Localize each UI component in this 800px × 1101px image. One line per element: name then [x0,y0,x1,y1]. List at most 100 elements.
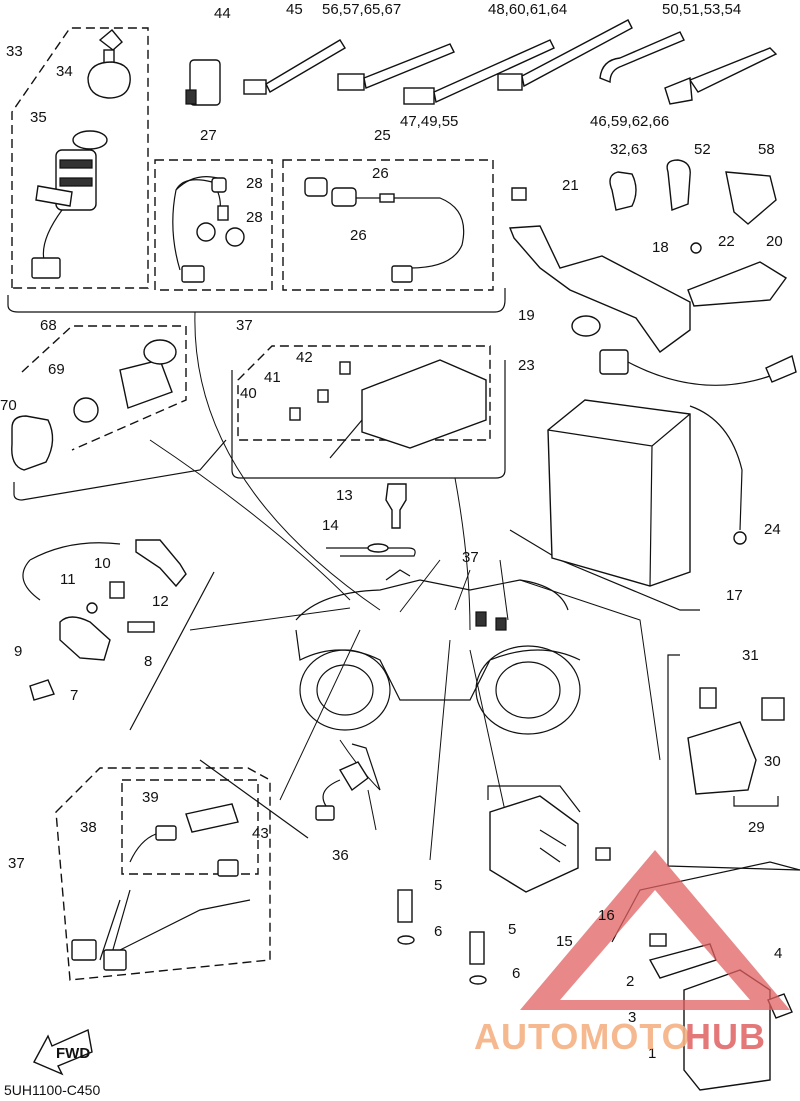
callout-16: 16 [598,907,615,924]
callout-31: 31 [742,647,759,664]
washer-11-icon [86,602,98,614]
callout-10: 10 [94,555,111,572]
washer-6a-icon [397,935,415,945]
coil-icon [59,616,111,661]
fuse-40-icon [289,407,301,421]
callout-40: 40 [240,385,257,402]
callout-69: 69 [48,361,65,378]
bolts-5-6-group [397,889,487,985]
callout-13: 13 [336,487,353,504]
callout-5a: 5 [434,877,442,894]
connector-27-icon [172,176,245,283]
battery-icon [547,399,691,587]
bolt-31-icon [699,687,717,709]
callout-36: 36 [332,847,349,864]
switch-36-group [315,743,381,831]
socket-icon [119,359,173,409]
callout-50: 50,51,53,54 [662,1,741,18]
diagram-code: 5UH1100-C450 [4,1082,101,1098]
callout-22: 22 [718,233,735,250]
relay-icon [687,721,757,795]
callout-41: 41 [264,369,281,386]
callout-21: 21 [562,177,579,194]
nut-icon [72,130,108,150]
callout-15: 15 [556,933,573,950]
bolt-10-icon [109,581,125,599]
coupler-43-icon [217,859,239,877]
callout-29: 29 [748,819,765,836]
top-left-group [7,19,788,353]
watermark-text-part1: AUTOMOTO [474,1016,691,1057]
gasket-icon [367,543,389,553]
callout-18: 18 [652,239,669,256]
callout-43: 43 [252,825,269,842]
fwd-label: FWD [56,1045,90,1062]
watermark-logo-icon [520,850,790,1010]
callout-3: 3 [628,1009,636,1026]
callout-26b: 26 [350,227,367,244]
cable-ties-icon [185,19,778,106]
callout-52: 52 [694,141,711,158]
callout-38: 38 [80,819,97,836]
callout-32: 32,63 [610,141,648,158]
callout-42: 42 [296,349,313,366]
socket-group [11,325,227,501]
rubber-9-icon [29,679,55,701]
harness-27-box [154,159,273,291]
callout-6a: 6 [434,923,442,940]
fwd-arrow-icon: FWD [33,1028,93,1076]
fuse-box-icon [361,359,487,449]
callout-19: 19 [518,307,535,324]
harness-25-box [282,159,494,291]
callout-47: 47,49,55 [400,113,458,130]
callout-17: 17 [726,587,743,604]
nut-69-icon [73,397,99,423]
callout-35: 35 [30,109,47,126]
callout-27: 27 [200,127,217,144]
harness-group [55,759,309,981]
atv-icon [295,569,581,735]
callout-28a: 28 [246,175,263,192]
callout-1: 1 [648,1045,656,1062]
bolt-5a-icon [397,889,413,923]
leader-lines [149,311,661,881]
bolt-2-icon [649,933,667,947]
callout-33: 33 [6,43,23,60]
callout-12: 12 [152,593,169,610]
callout-48: 48,60,61,64 [488,1,567,18]
callout-58: 58 [758,141,775,158]
callout-4: 4 [774,945,782,962]
fuse-42-icon [339,361,351,375]
fuse-30-icon [761,697,785,721]
callout-30: 30 [764,753,781,770]
rectifier-group [487,785,611,893]
callout-28b: 28 [246,209,263,226]
callout-44: 44 [214,5,231,22]
callout-labels: 44 4 5 56,57,65,67 48,60,61,64 50,51,53,5… [0,1,783,1062]
rectifier-icon [489,795,579,893]
callout-24: 24 [764,521,781,538]
plug-cap-icon [135,539,187,588]
fuse-box-group [231,345,506,479]
callout-23: 23 [518,357,535,374]
callout-9: 9 [14,643,22,660]
fuse-41-icon [317,389,329,403]
callout-11: 11 [60,571,76,588]
bolt-8-icon [127,621,155,633]
main-switch-icon [31,149,97,279]
sensor-icon [385,483,407,529]
clips-icon [511,159,777,225]
terminal-cover-icon [599,349,629,375]
relay-39-icon [185,803,239,833]
callout-37c: 37 [8,855,25,872]
callout-26a: 26 [372,165,389,182]
callout-7: 7 [70,687,78,704]
battery-bracket-icon [508,225,788,353]
callout-2: 2 [626,973,634,990]
callout-20: 20 [766,233,783,250]
callout-46: 46,59,62,66 [590,113,669,130]
callout-56: 56,57,65,67 [322,1,401,18]
grip-icon [11,415,54,471]
bolt-16-icon [595,847,611,861]
